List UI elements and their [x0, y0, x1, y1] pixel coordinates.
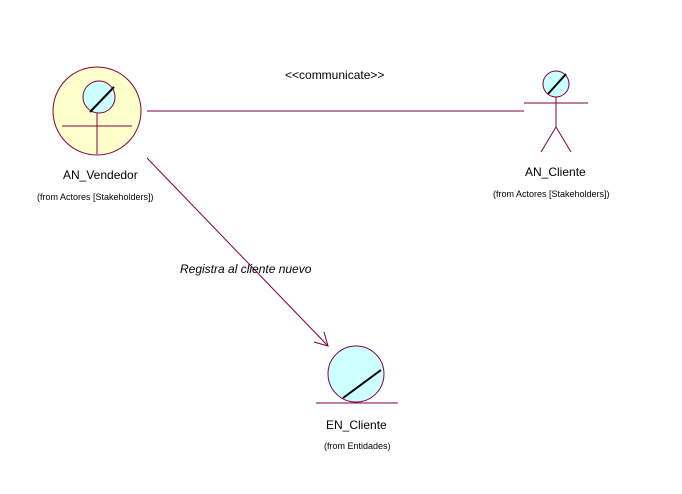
- an-cliente-package: (from Actores [Stakeholders]): [493, 189, 610, 199]
- an-vendedor-name: AN_Vendedor: [63, 168, 138, 182]
- an-cliente-name: AN_Cliente: [525, 165, 586, 179]
- en-cliente-entity-icon[interactable]: [316, 345, 398, 404]
- en-cliente-name: EN_Cliente: [326, 418, 387, 432]
- en-cliente-package: (from Entidades): [324, 441, 391, 451]
- registra-association-label: Registra al cliente nuevo: [180, 262, 312, 276]
- an-vendedor-icon[interactable]: [52, 66, 142, 156]
- communicate-stereotype-label: <<communicate>>: [285, 68, 385, 82]
- registra-association-arrow[interactable]: [146, 157, 329, 347]
- an-vendedor-package: (from Actores [Stakeholders]): [37, 192, 154, 202]
- an-cliente-actor-icon[interactable]: [524, 70, 588, 153]
